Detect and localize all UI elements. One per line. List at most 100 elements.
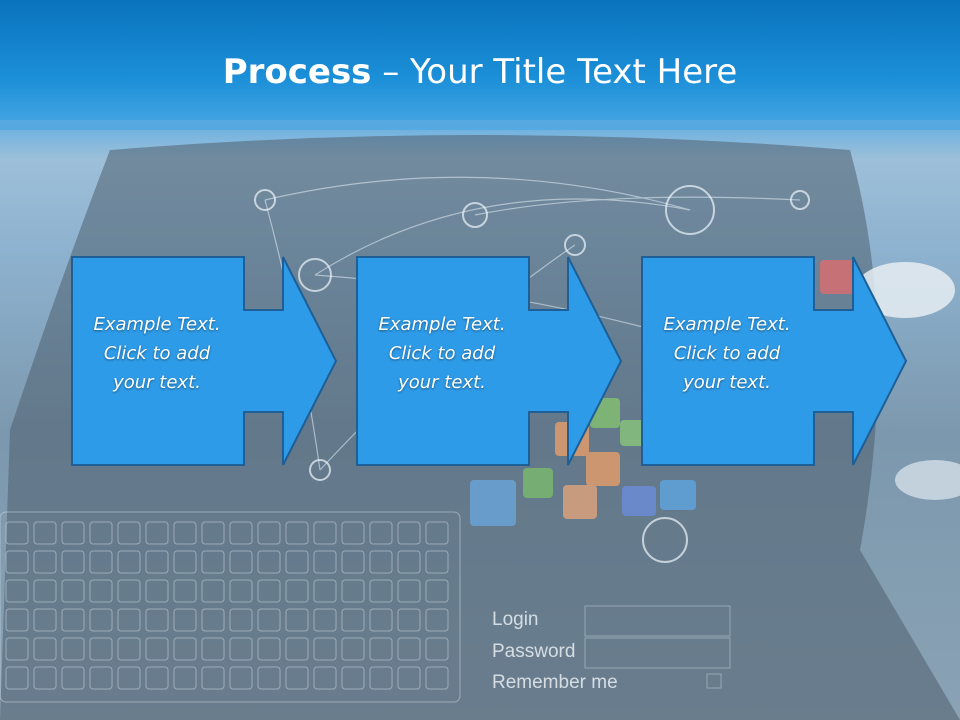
keyboard-key	[285, 521, 309, 545]
arrow-shape-3	[641, 256, 908, 466]
keyboard-key	[341, 579, 365, 603]
keyboard-key	[313, 608, 337, 632]
keyboard-key	[61, 579, 85, 603]
keyboard-key	[145, 521, 169, 545]
keyboard-key	[117, 521, 141, 545]
process-step-1[interactable]: Example Text. Click to add your text.	[71, 256, 341, 466]
keyboard-key	[285, 637, 309, 661]
keyboard-key	[341, 550, 365, 574]
keyboard-key	[257, 666, 281, 690]
background-login-label: Login	[492, 609, 539, 630]
keyboard-key	[201, 550, 225, 574]
keyboard-key	[201, 521, 225, 545]
step-2-line-3: your text.	[398, 372, 486, 393]
step-1-line-1: Example Text.	[93, 314, 221, 335]
keyboard-key	[173, 579, 197, 603]
keyboard-key	[369, 637, 393, 661]
step-3-line-1: Example Text.	[663, 314, 791, 335]
step-3-text[interactable]: Example Text. Click to add your text.	[641, 310, 813, 397]
keyboard-key	[5, 550, 29, 574]
keyboard-key	[425, 579, 449, 603]
keyboard-key	[369, 521, 393, 545]
keyboard-key	[229, 579, 253, 603]
keyboard-key	[33, 579, 57, 603]
keyboard-key	[313, 521, 337, 545]
keyboard-key	[397, 666, 421, 690]
keyboard-key	[61, 666, 85, 690]
keyboard-key	[201, 579, 225, 603]
keyboard-key	[5, 637, 29, 661]
keyboard-key	[425, 666, 449, 690]
keyboard-key	[257, 521, 281, 545]
keyboard-key	[397, 608, 421, 632]
keyboard-key	[89, 666, 113, 690]
keyboard-key	[229, 637, 253, 661]
keyboard-key	[313, 550, 337, 574]
keyboard-key	[313, 637, 337, 661]
keyboard-key	[117, 666, 141, 690]
process-step-3[interactable]: Example Text. Click to add your text.	[641, 256, 911, 466]
keyboard-key	[285, 579, 309, 603]
step-1-line-3: your text.	[113, 372, 201, 393]
keyboard-key	[33, 637, 57, 661]
keyboard-key	[229, 550, 253, 574]
keyboard-key	[201, 637, 225, 661]
step-2-line-2: Click to add	[388, 343, 496, 364]
keyboard-key	[257, 579, 281, 603]
keyboard-key	[397, 521, 421, 545]
keyboard-key	[341, 666, 365, 690]
keyboard-key	[341, 521, 365, 545]
keyboard-key	[89, 608, 113, 632]
keyboard-key	[5, 579, 29, 603]
step-1-line-2: Click to add	[103, 343, 211, 364]
background-password-label: Password	[492, 641, 576, 662]
keyboard-key	[89, 521, 113, 545]
keyboard-key	[61, 608, 85, 632]
keyboard-key	[61, 521, 85, 545]
keyboard-key	[369, 666, 393, 690]
keyboard-key	[145, 666, 169, 690]
keyboard-key	[397, 550, 421, 574]
keyboard-key	[145, 579, 169, 603]
keyboard-key	[285, 550, 309, 574]
keyboard-key	[201, 666, 225, 690]
keyboard-key	[145, 637, 169, 661]
keyboard-key	[201, 608, 225, 632]
title-bar	[0, 0, 960, 130]
keyboard-key	[397, 637, 421, 661]
keyboard-key	[341, 608, 365, 632]
keyboard-key	[173, 550, 197, 574]
keyboard-key	[89, 637, 113, 661]
keyboard-key	[285, 666, 309, 690]
keyboard-key	[173, 637, 197, 661]
step-2-text[interactable]: Example Text. Click to add your text.	[356, 310, 528, 397]
keyboard-key	[89, 579, 113, 603]
keyboard-key	[369, 550, 393, 574]
keyboard-key	[229, 666, 253, 690]
keyboard-key	[117, 637, 141, 661]
keyboard-key	[61, 637, 85, 661]
keyboard-key	[257, 550, 281, 574]
title-rest: – Your Title Text Here	[371, 52, 738, 92]
keyboard-key	[397, 579, 421, 603]
keyboard-key	[173, 521, 197, 545]
keyboard-key	[425, 550, 449, 574]
keyboard-key	[257, 637, 281, 661]
keyboard-key	[285, 608, 309, 632]
keyboard-key	[89, 550, 113, 574]
keyboard-key	[5, 608, 29, 632]
step-1-text[interactable]: Example Text. Click to add your text.	[71, 310, 243, 397]
keyboard-key	[117, 550, 141, 574]
keyboard-key	[173, 608, 197, 632]
keyboard-key	[145, 608, 169, 632]
keyboard-key	[117, 608, 141, 632]
slide-title[interactable]: Process – Your Title Text Here	[0, 52, 960, 92]
keyboard-key	[33, 550, 57, 574]
keyboard-key	[61, 550, 85, 574]
keyboard-key	[369, 608, 393, 632]
process-step-2[interactable]: Example Text. Click to add your text.	[356, 256, 626, 466]
step-3-line-2: Click to add	[673, 343, 781, 364]
keyboard-key	[5, 666, 29, 690]
keyboard-key	[33, 666, 57, 690]
